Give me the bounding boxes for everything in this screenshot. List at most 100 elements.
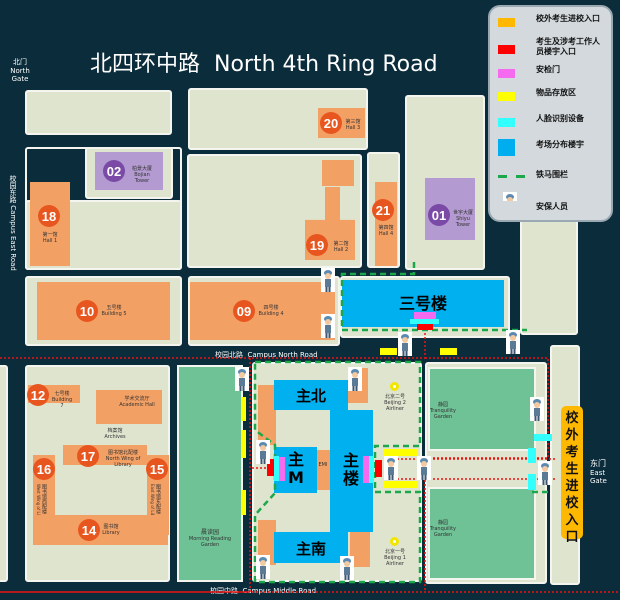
east-gate-cn: 东门 — [590, 459, 606, 468]
garden-jing1-en: Tranquility Garden — [429, 408, 457, 420]
building-10-cn: 五号楼 — [106, 305, 122, 311]
security-guard-icon — [235, 367, 249, 391]
building-20-en: Hall 3 — [345, 125, 361, 131]
building-15-en: East Wing of Library — [150, 484, 155, 525]
fence-sanhao — [340, 262, 527, 332]
building-09 — [190, 282, 335, 340]
storage-area — [383, 481, 418, 488]
face-recognition-device — [369, 456, 374, 483]
beijing1-en: Beijing 1 Airliner — [384, 555, 406, 567]
north-gate-cn: 北门 — [13, 58, 27, 66]
building-academic-hall — [96, 390, 162, 424]
building-14-cn: 图书馆 — [103, 524, 119, 530]
building-17-number: 17 — [77, 445, 99, 467]
morning-garden-cn: 晨读园 — [200, 529, 219, 536]
security-guard-icon — [530, 397, 544, 421]
legend-swatch — [498, 45, 515, 54]
building-21-en: Hall 4 — [378, 231, 394, 237]
storage-area — [241, 490, 246, 515]
face-recognition-device — [274, 456, 279, 481]
legend-label: 考场分布楼宇 — [536, 140, 584, 149]
block-left-edge — [0, 365, 8, 582]
storage-area — [383, 449, 418, 456]
legend-item-storage: 物品存放区 — [498, 88, 613, 108]
north-gate-label: 北门 North Gate — [2, 57, 38, 83]
building-14-number: 14 — [78, 519, 100, 541]
security-guard-icon — [538, 461, 552, 485]
sanhao-label: 三号楼 — [398, 294, 447, 313]
security-guard-icon — [398, 332, 412, 356]
building-19-en: Hall 2 — [333, 247, 349, 253]
building-02-number: 02 — [103, 160, 125, 182]
morning-garden-en: Morning Reading Garden — [188, 536, 232, 548]
security-guard-icon — [506, 330, 520, 354]
academic-hall-cn: 学术交流厅 — [124, 396, 150, 402]
legend-item-fence: 铁马围栏 — [498, 170, 613, 190]
campus-middle-road-label: 校园中路 Campus Middle Road — [210, 587, 317, 595]
garden-jing-2 — [428, 487, 536, 580]
building-21-cn: 第四馆 — [378, 225, 394, 231]
building-09-en: Building 4 — [258, 311, 284, 317]
morning-reading-garden — [177, 365, 243, 582]
building-entrance — [267, 459, 274, 476]
building-17-cn: 图书馆北配楼 — [107, 450, 138, 456]
security-guard-icon — [340, 556, 354, 580]
face-recognition-device — [528, 474, 536, 490]
emi-label: EMI — [316, 462, 330, 468]
security-guard-icon — [256, 440, 270, 464]
building-01-cn: 世宇大厦 — [452, 210, 473, 216]
fence-main — [253, 360, 422, 584]
security-guard-icon — [417, 456, 431, 480]
legend-label: 铁马围栏 — [536, 170, 568, 179]
zhunan-label: 主南 — [295, 540, 326, 558]
security-gate — [363, 456, 369, 483]
legend-item-guard: 安保人员 — [498, 192, 613, 217]
legend-label: 安保人员 — [536, 202, 568, 211]
main-annex-west — [258, 385, 276, 445]
security-guard-icon — [384, 456, 398, 480]
building-18-cn: 第一馆 — [42, 232, 58, 238]
legend-item-building-entrance: 考生及涉考工作人员楼宇入口 — [498, 37, 613, 57]
main-annex-se — [350, 532, 370, 567]
archives-cn: 档案馆 — [107, 428, 123, 434]
building-02-en: Bojian Tower — [134, 172, 150, 184]
zhum-label: 主 M — [287, 450, 304, 487]
legend-label: 物品存放区 — [536, 88, 576, 97]
building-12-en: Building 7 — [51, 397, 73, 409]
storage-area — [241, 430, 246, 458]
legend-label: 人脸识别设备 — [536, 114, 584, 123]
building-10-number: 10 — [76, 300, 98, 322]
security-guard-icon — [348, 367, 362, 391]
legend-label: 安检门 — [536, 65, 560, 74]
east-gate-en: East Gate — [590, 469, 607, 485]
building-09-number: 09 — [233, 300, 255, 322]
building-19-wing — [322, 160, 354, 186]
archives-en: Archives — [104, 434, 126, 440]
exam-building-zhubei — [274, 380, 348, 410]
legend-item-security-gate: 安检门 — [498, 65, 613, 85]
building-entrance — [417, 324, 433, 330]
face-recognition-device — [410, 319, 439, 324]
map-legend: 校外考生进校入口 考生及涉考工作人员楼宇入口 安检门 物品存放区 人脸识别设备 … — [488, 5, 613, 222]
building-20-number: 20 — [320, 112, 342, 134]
main-annex-sw — [258, 520, 276, 565]
building-15-number: 15 — [146, 458, 168, 480]
exam-building-zhunan — [274, 532, 348, 563]
storage-area — [241, 397, 246, 421]
legend-item-face-recognition: 人脸识别设备 — [498, 114, 613, 134]
legend-swatch — [498, 139, 515, 156]
beijing1-cn: 北京一号 — [384, 549, 405, 555]
building-20-cn: 第三馆 — [345, 119, 361, 125]
